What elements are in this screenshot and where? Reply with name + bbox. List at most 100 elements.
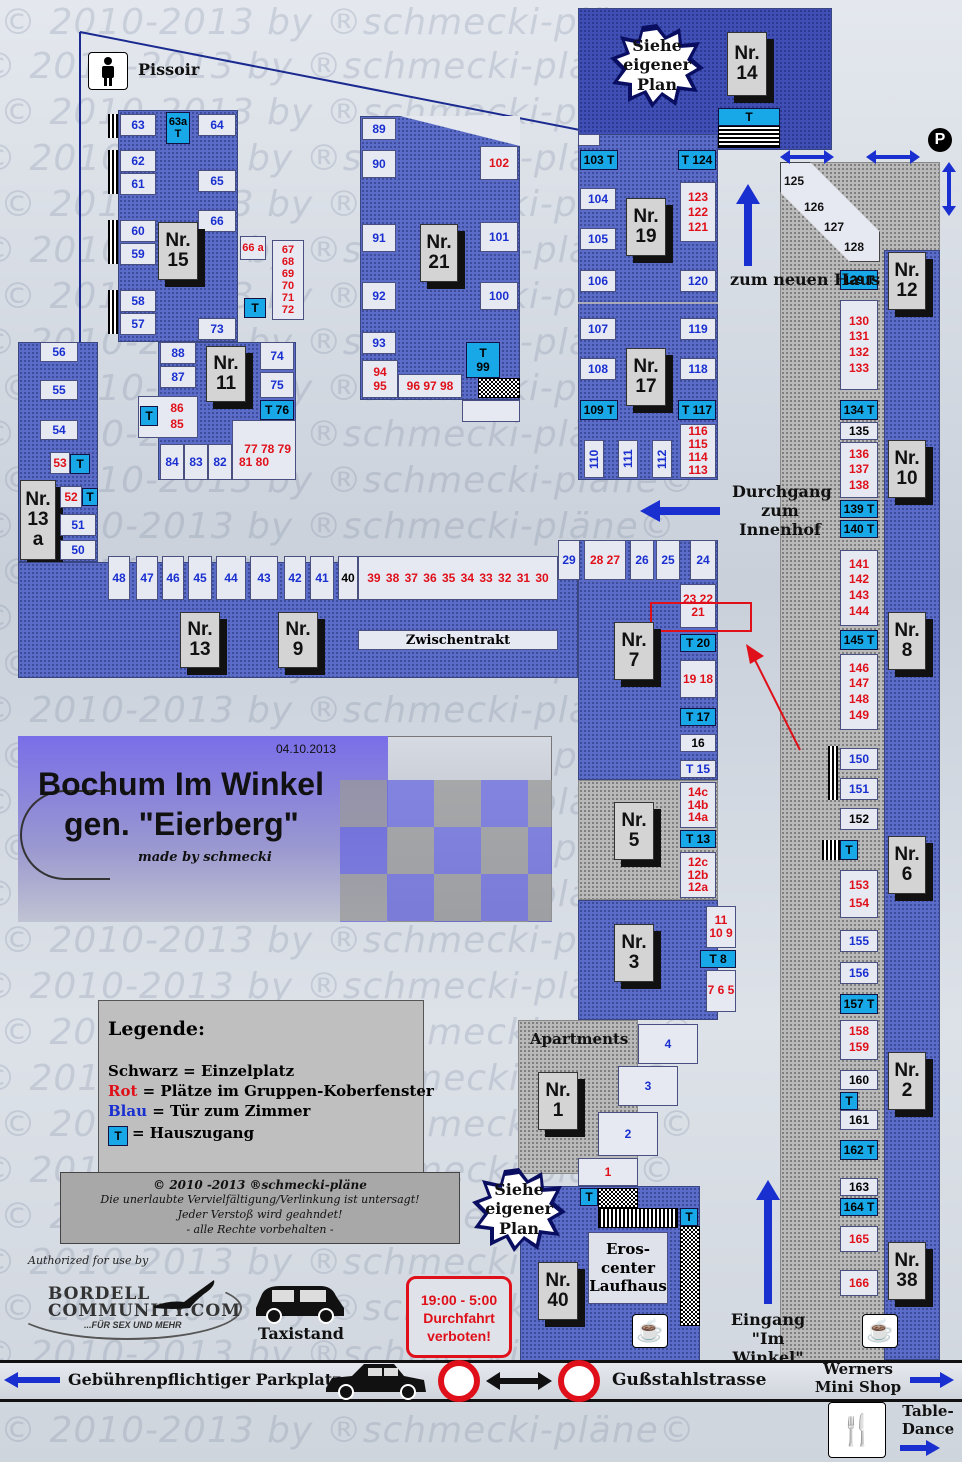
room-63[interactable]: 63 <box>120 114 156 136</box>
room-150[interactable]: 150 <box>840 748 878 770</box>
room-51[interactable]: 51 <box>60 514 96 536</box>
rooms-5-7[interactable]: 7 6 5 <box>706 970 736 1012</box>
room-82[interactable]: 82 <box>208 444 232 480</box>
room-128[interactable]: 128 <box>844 240 865 254</box>
rooms-30-39[interactable]: 39 38 37 36 35 34 33 32 31 30 <box>358 556 558 600</box>
rooms-9-11[interactable]: 11 10 9 <box>706 906 736 948</box>
room-55[interactable]: 55 <box>40 380 78 400</box>
rooms-28-27[interactable]: 28 27 <box>584 540 626 580</box>
werners-label[interactable]: Werners Mini Shop <box>814 1360 902 1396</box>
room-89[interactable]: 89 <box>362 118 396 140</box>
room-74[interactable]: 74 <box>260 342 294 370</box>
room-16[interactable]: 16 <box>680 734 716 752</box>
room-75[interactable]: 75 <box>260 372 294 398</box>
room-47[interactable]: 47 <box>136 556 158 600</box>
room-40[interactable]: 40 <box>338 556 358 600</box>
rooms-141-144[interactable]: 141 142 143 144 <box>840 550 878 626</box>
room-87[interactable]: 87 <box>160 366 196 388</box>
room-127[interactable]: 127 <box>824 220 845 234</box>
room-90[interactable]: 90 <box>362 150 396 178</box>
room-84[interactable]: 84 <box>160 444 184 480</box>
room-155[interactable]: 155 <box>840 930 878 952</box>
room-41[interactable]: 41 <box>310 556 334 600</box>
room-163[interactable]: 163 <box>840 1178 878 1196</box>
room-108[interactable]: 108 <box>580 358 616 380</box>
room-53[interactable]: 53 <box>50 452 70 474</box>
room-8t[interactable]: T 8 <box>700 950 736 968</box>
room-102[interactable]: 102 <box>480 146 518 180</box>
room-104[interactable]: 104 <box>580 188 616 210</box>
room-161[interactable]: 161 <box>840 1110 878 1130</box>
room-58[interactable]: 58 <box>120 290 156 312</box>
room-110[interactable]: 110 <box>584 440 604 478</box>
rooms-121-123[interactable]: 123 122 121 <box>680 182 716 242</box>
room-100[interactable]: 100 <box>480 282 518 310</box>
rooms-21-23[interactable]: 23 22 21 <box>680 584 716 628</box>
room-66a[interactable]: 66 a <box>240 236 266 260</box>
room-111[interactable]: 111 <box>618 440 638 478</box>
apartment-1[interactable]: 1 <box>578 1158 638 1186</box>
apartment-3[interactable]: 3 <box>618 1066 678 1106</box>
see-plan-badge[interactable]: Siehe eigener Plan <box>608 22 706 108</box>
rooms-136-138[interactable]: 136 137 138 <box>840 442 878 498</box>
rooms-12[interactable]: 12c 12b 12a <box>680 852 716 898</box>
rooms-113-116[interactable]: 116 115 114 113 <box>680 424 716 478</box>
room-106[interactable]: 106 <box>580 270 616 292</box>
room-64[interactable]: 64 <box>198 114 236 136</box>
room-162t[interactable]: 162 T <box>840 1140 878 1160</box>
room-48[interactable]: 48 <box>108 556 130 600</box>
room-59[interactable]: 59 <box>120 243 156 265</box>
room-151[interactable]: 151 <box>840 778 878 800</box>
room-157t[interactable]: 157 T <box>840 994 878 1014</box>
room-164t[interactable]: 164 T <box>840 1198 878 1216</box>
rooms-77-79[interactable]: 77 78 79 <box>232 420 296 480</box>
room-56[interactable]: 56 <box>40 342 78 362</box>
room-107[interactable]: 107 <box>580 318 616 340</box>
room-129t[interactable]: 129 T <box>840 270 878 290</box>
rooms-81-80[interactable]: 81 80 <box>238 455 270 469</box>
room-120[interactable]: 120 <box>680 270 716 292</box>
room-126[interactable]: 126 <box>804 200 825 214</box>
room-44[interactable]: 44 <box>216 556 246 600</box>
room-52[interactable]: 52 <box>60 486 82 508</box>
rooms-86-85[interactable]: 86 85 <box>170 401 184 431</box>
room-42[interactable]: 42 <box>284 556 306 600</box>
room-54[interactable]: 54 <box>40 420 78 440</box>
room-25[interactable]: 25 <box>656 540 680 580</box>
room-160[interactable]: 160 <box>840 1070 878 1090</box>
room-124t[interactable]: T 124 <box>678 150 716 170</box>
room-92[interactable]: 92 <box>362 282 396 310</box>
room-88[interactable]: 88 <box>160 342 196 364</box>
room-166[interactable]: 166 <box>840 1270 878 1296</box>
room-156[interactable]: 156 <box>840 962 878 984</box>
rooms-153-154[interactable]: 153 154 <box>840 870 878 918</box>
rooms-146-149[interactable]: 146 147 148 149 <box>840 654 878 730</box>
rooms-96-98[interactable]: 96 97 98 <box>398 374 462 398</box>
rooms-19-18[interactable]: 19 18 <box>680 660 716 698</box>
room-45[interactable]: 45 <box>188 556 212 600</box>
rooms-158-159[interactable]: 158 159 <box>840 1020 878 1060</box>
room-91[interactable]: 91 <box>362 224 396 252</box>
room-119[interactable]: 119 <box>680 318 716 340</box>
room-117t[interactable]: T 117 <box>678 400 716 420</box>
room-24[interactable]: 24 <box>690 540 716 580</box>
room-109t[interactable]: 109 T <box>580 400 618 420</box>
see-plan-badge[interactable]: Siehe eigener Plan <box>470 1166 568 1252</box>
room-43[interactable]: 43 <box>250 556 278 600</box>
apartment-4[interactable]: 4 <box>638 1024 698 1064</box>
rooms-130-133[interactable]: 130 131 132 133 <box>840 300 878 390</box>
room-60[interactable]: 60 <box>120 220 156 242</box>
room-125[interactable]: 125 <box>784 174 805 188</box>
room-140t[interactable]: 140 T <box>840 520 878 538</box>
room-50[interactable]: 50 <box>60 540 96 560</box>
room-152[interactable]: 152 <box>840 808 878 830</box>
room-105[interactable]: 105 <box>580 228 616 250</box>
rooms-67-72[interactable]: 67 68 69 70 71 72 <box>272 240 304 320</box>
rooms-94-95[interactable]: 94 95 <box>362 360 398 398</box>
room-13t[interactable]: T 13 <box>680 830 716 848</box>
room-135[interactable]: 135 <box>840 422 878 440</box>
room-145t[interactable]: 145 T <box>840 630 878 650</box>
room-26[interactable]: 26 <box>630 540 654 580</box>
room-46[interactable]: 46 <box>162 556 184 600</box>
